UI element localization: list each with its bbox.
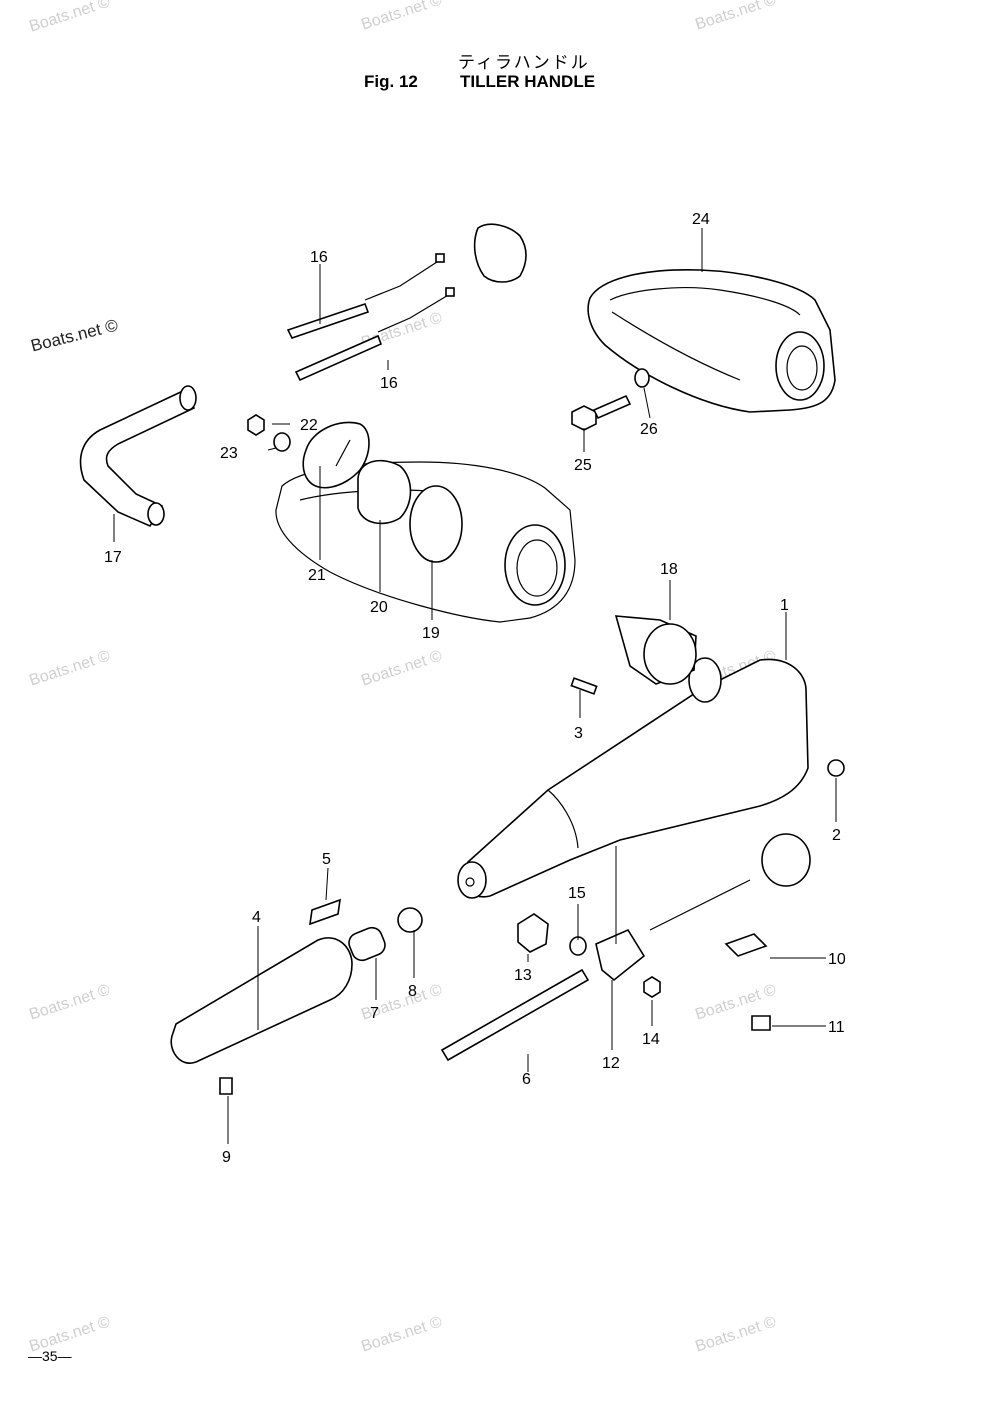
callout-13: 13: [514, 967, 532, 984]
gasket-part-20: [357, 459, 412, 525]
grip-part-4: [170, 937, 353, 1064]
leader-lines: [113, 228, 837, 1144]
page-number: —35—: [28, 1348, 72, 1364]
callout-10: 10: [828, 951, 846, 968]
bushing-part-8: [397, 907, 423, 933]
callout-17: 17: [104, 549, 122, 566]
callout-6: 6: [522, 1071, 531, 1088]
pin-part-3: [570, 677, 598, 695]
washer-part-26: [634, 368, 650, 388]
knob-part-13: [517, 913, 549, 953]
sleeve-part-7: [348, 926, 386, 962]
callout-22: 22: [300, 417, 318, 434]
nut-part-14: [643, 976, 661, 998]
callout-19: 19: [422, 625, 440, 642]
nut-part-22: [247, 414, 265, 436]
callout-11: 11: [828, 1019, 845, 1036]
callout-3: 3: [574, 725, 583, 742]
diagram-title-japanese: ティラハンドル: [458, 53, 590, 73]
washer-part-23: [273, 432, 291, 452]
screw-part-11: [751, 1015, 771, 1031]
callout-23: 23: [220, 445, 238, 462]
switch-part-18: [614, 615, 697, 685]
callout-20: 20: [370, 599, 388, 616]
callout-26: 26: [640, 421, 658, 438]
throttle-part-10: [649, 833, 811, 957]
figure-title: TILLER HANDLE: [460, 72, 596, 91]
bracket-part-12: [595, 928, 646, 982]
figure-number: Fig. 12: [364, 72, 418, 91]
callout-12: 12: [602, 1055, 620, 1072]
rod-part-6: [440, 968, 590, 1062]
callout-25: 25: [574, 457, 592, 474]
callout-16-upper: 16: [310, 249, 328, 266]
callout-18: 18: [660, 561, 678, 578]
tiller-handle-part-1: [457, 657, 809, 899]
bracket-part-24: [587, 268, 836, 413]
callout-4: 4: [252, 909, 261, 926]
callout-9: 9: [222, 1149, 231, 1166]
callout-2: 2: [832, 827, 841, 844]
callout-21: 21: [308, 567, 326, 584]
callout-14: 14: [642, 1031, 660, 1048]
hose-part-17: [79, 385, 197, 528]
callout-8: 8: [408, 983, 417, 1000]
plug-part-2: [827, 759, 845, 777]
callout-7: 7: [370, 1005, 379, 1022]
cable-part-16: [286, 253, 455, 382]
callout-24: 24: [692, 211, 710, 228]
callout-15: 15: [568, 885, 586, 902]
cover-piece: [473, 223, 527, 283]
label-part-5: [309, 898, 341, 926]
bolt-part-25: [571, 394, 632, 431]
seal-part-19: [409, 485, 463, 563]
screw-part-9: [219, 1077, 233, 1095]
callout-1: 1: [780, 597, 789, 614]
callout-5: 5: [322, 851, 331, 868]
callout-16-lower: 16: [380, 375, 398, 392]
